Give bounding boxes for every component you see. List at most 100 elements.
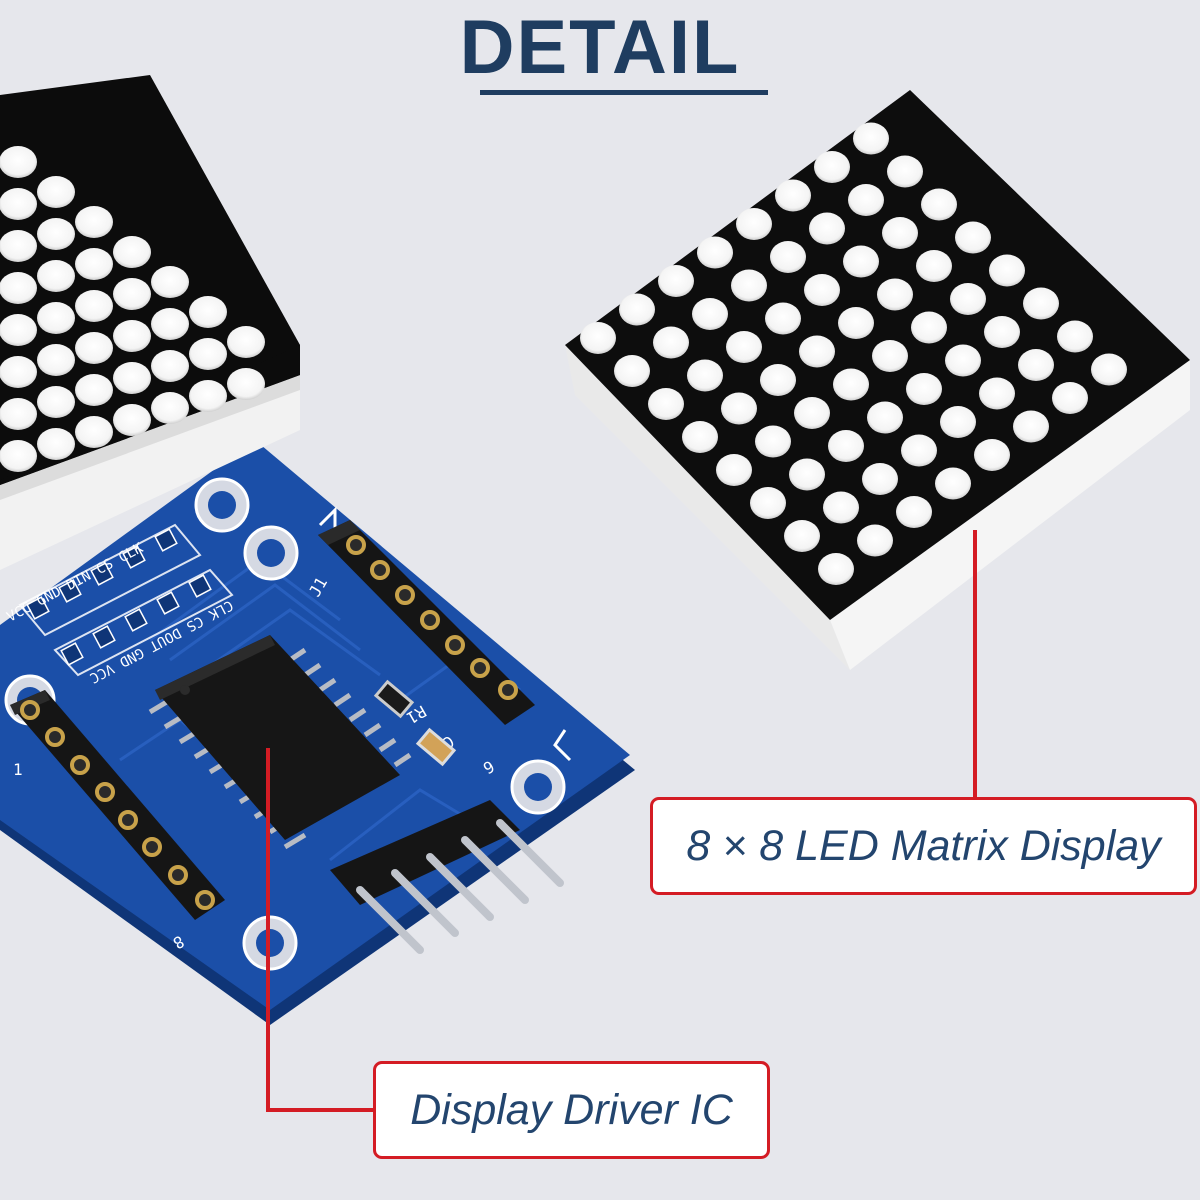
- led-dot: [1057, 320, 1093, 353]
- led-dot: [935, 467, 971, 500]
- led-dot: [227, 368, 265, 400]
- led-dot: [838, 307, 874, 339]
- led-dot: [113, 404, 151, 436]
- pin-header-bottom: [330, 800, 564, 954]
- pin-header-left: [10, 690, 225, 920]
- led-dot: [37, 176, 75, 208]
- led-dot: [0, 230, 37, 262]
- led-matrix-left: [0, 75, 300, 570]
- led-dot: [823, 491, 859, 524]
- callout-leaders: [266, 530, 977, 1112]
- led-dot: [814, 151, 850, 183]
- led-dot: [692, 298, 728, 330]
- pin-header-right: [318, 520, 535, 725]
- led-dot: [755, 425, 791, 458]
- led-dot: [614, 355, 650, 387]
- led-dot: [789, 458, 825, 491]
- led-dot: [37, 302, 75, 334]
- led-dot: [857, 524, 893, 557]
- led-dot: [75, 248, 113, 280]
- led-dot: [75, 332, 113, 364]
- led-dot: [916, 250, 952, 282]
- led-dot: [906, 373, 942, 405]
- led-dot: [1013, 410, 1049, 443]
- led-dot: [984, 316, 1020, 348]
- page-title: DETAIL: [459, 5, 741, 90]
- led-dot: [151, 308, 189, 340]
- led-dot: [682, 421, 718, 453]
- led-dot: [867, 401, 903, 434]
- led-dot: [37, 386, 75, 418]
- capacitor-c1: [415, 727, 457, 767]
- led-dot: [882, 217, 918, 249]
- led-dot: [0, 398, 37, 430]
- led-dot: [619, 293, 655, 326]
- led-dot: [0, 356, 37, 388]
- led-dot: [113, 320, 151, 352]
- led-dot: [950, 283, 986, 315]
- led-dot: [37, 218, 75, 250]
- led-dot: [151, 266, 189, 298]
- led-dot: [833, 368, 869, 401]
- led-dot: [911, 311, 947, 344]
- led-dot: [760, 364, 796, 396]
- led-dot: [853, 122, 889, 155]
- led-dot: [921, 188, 957, 221]
- led-dot: [75, 206, 113, 238]
- led-dot: [828, 430, 864, 462]
- led-dot: [809, 212, 845, 245]
- led-dot: [940, 406, 976, 438]
- led-dot: [721, 392, 757, 425]
- led-dot: [37, 260, 75, 292]
- led-matrix-right: [565, 90, 1190, 670]
- led-dot: [945, 344, 981, 377]
- led-dot: [75, 374, 113, 406]
- led-dot: [75, 290, 113, 322]
- led-dot: [818, 553, 854, 585]
- led-dot: [648, 388, 684, 420]
- led-dot: [716, 454, 752, 486]
- led-dot: [775, 179, 811, 212]
- led-dot: [227, 326, 265, 358]
- led-dot: [189, 380, 227, 412]
- led-dot: [658, 265, 694, 297]
- led-dot: [697, 236, 733, 269]
- led-dot: [794, 397, 830, 429]
- led-dot: [113, 278, 151, 310]
- led-dot: [1091, 353, 1127, 386]
- pin-1-label: 1: [13, 760, 23, 779]
- led-dot: [896, 496, 932, 528]
- led-dot: [113, 236, 151, 268]
- led-dot: [151, 392, 189, 424]
- led-dot: [0, 440, 37, 472]
- callout-led-matrix: 8 × 8 LED Matrix Display: [650, 797, 1197, 895]
- led-dot: [189, 338, 227, 370]
- led-dot: [877, 278, 913, 311]
- led-dot: [151, 350, 189, 382]
- led-dot: [750, 487, 786, 519]
- led-dot: [901, 434, 937, 467]
- led-dot: [989, 254, 1025, 287]
- resistor-r1: [373, 679, 415, 719]
- led-dot: [580, 322, 616, 354]
- led-dot: [848, 184, 884, 216]
- led-dot: [1052, 382, 1088, 414]
- led-dot: [0, 146, 37, 178]
- callout-driver-ic: Display Driver IC: [373, 1061, 770, 1159]
- led-dot: [113, 362, 151, 394]
- led-dot: [843, 245, 879, 278]
- led-dot: [887, 155, 923, 188]
- led-dot: [1023, 287, 1059, 320]
- led-dot: [784, 520, 820, 552]
- led-dot: [731, 269, 767, 302]
- led-dot: [0, 314, 37, 346]
- driver-ic-chip: [155, 635, 400, 840]
- led-dot: [653, 326, 689, 359]
- led-dot: [0, 272, 37, 304]
- led-dot: [1018, 349, 1054, 381]
- led-dot: [189, 296, 227, 328]
- led-dot: [770, 241, 806, 273]
- led-dot: [872, 340, 908, 372]
- title-underline: [480, 90, 768, 95]
